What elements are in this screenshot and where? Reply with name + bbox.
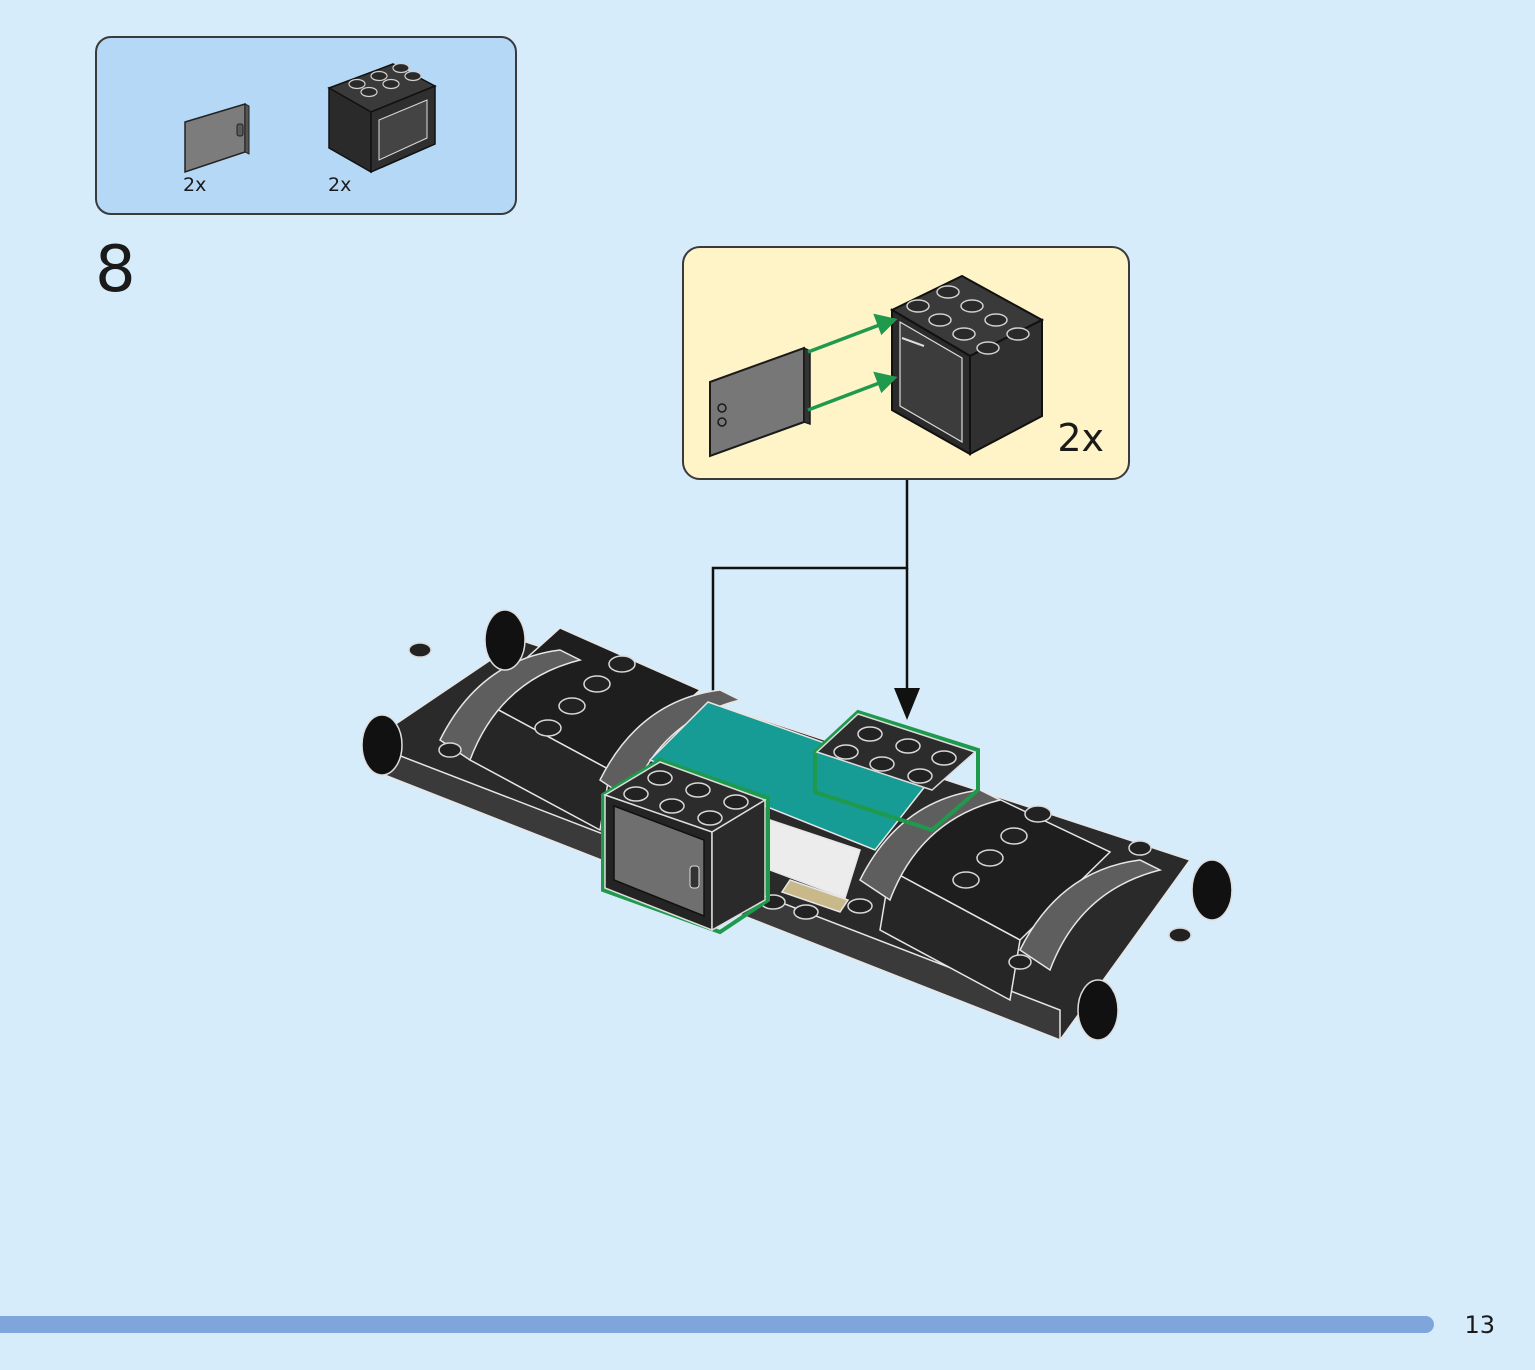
train-chassis [371, 627, 1192, 1042]
pointer-arrows-icon [711, 480, 909, 740]
step-number: 8 [95, 233, 136, 307]
subassembly-callout: 2x [682, 246, 1130, 480]
callout-quantity: 2x [1057, 416, 1104, 460]
door-panel-quantity: 2x [183, 174, 207, 196]
parts-list-box: 2x 2x [95, 36, 517, 215]
page-number: 13 [1464, 1311, 1495, 1339]
attach-arrows-icon [807, 313, 898, 412]
callout-door-panel-icon [706, 344, 814, 460]
arrow-head-right-icon [894, 688, 920, 720]
door-panel-icon [181, 102, 251, 176]
bogie-studs [408, 642, 1192, 970]
cupboard-brick-icon [327, 60, 437, 174]
new-cupboard-brick-back [813, 709, 980, 833]
wheels [361, 609, 1233, 1041]
page-progress-bar [0, 1316, 1434, 1333]
callout-cupboard-brick-icon [890, 272, 1046, 458]
cupboard-brick-quantity: 2x [328, 174, 352, 196]
model-illustration [361, 480, 1233, 1042]
new-cupboard-brick-front [601, 757, 770, 935]
